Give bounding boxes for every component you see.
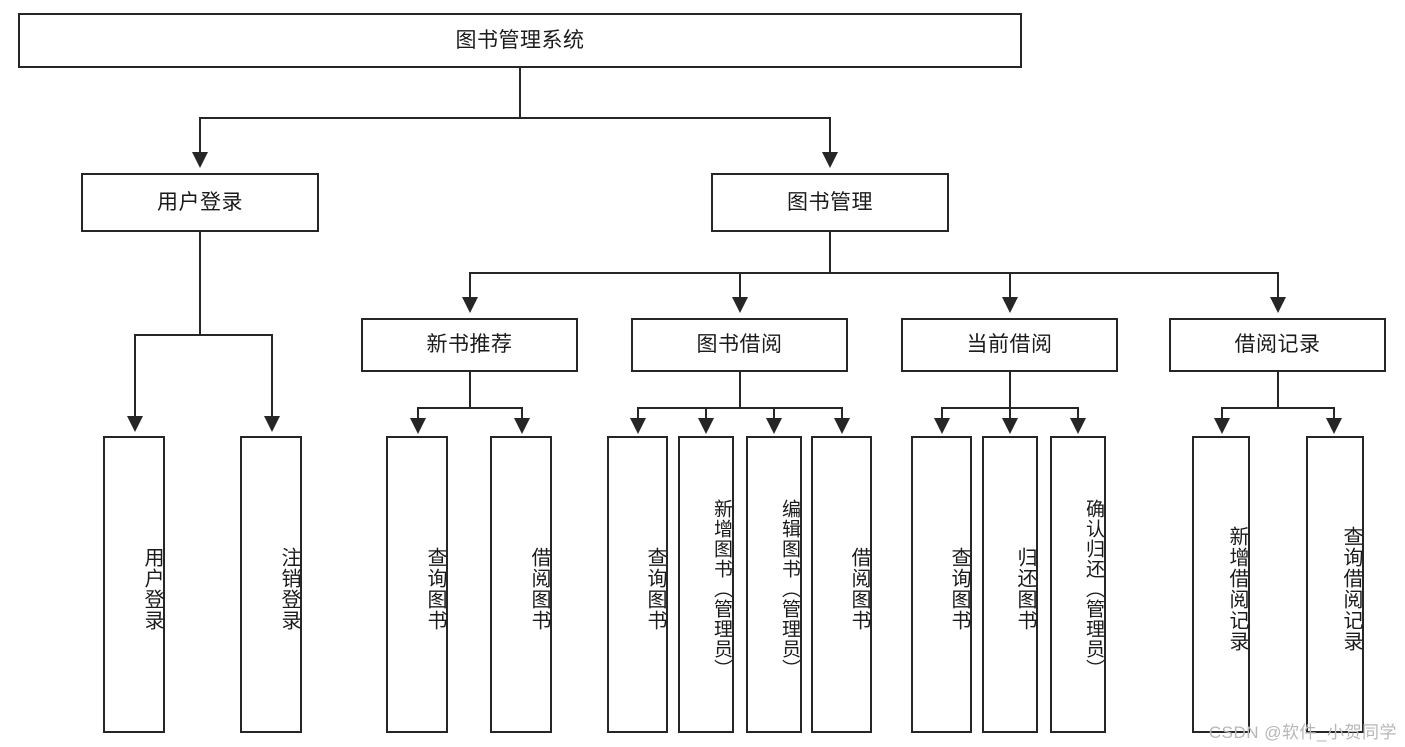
leaf-user-login-logout[interactable]: 注销登录 <box>240 436 302 733</box>
arrowhead-level3-4 <box>1270 297 1286 313</box>
connector-user-login-bus <box>134 334 273 336</box>
arrowhead-level3-1 <box>462 297 478 313</box>
node-new-book-recommend[interactable]: 新书推荐 <box>361 318 578 372</box>
leaf-borrow-borrow-book[interactable]: 借阅图书 <box>811 436 872 733</box>
node-book-borrow[interactable]: 图书借阅 <box>631 318 848 372</box>
connector-recommend-bus <box>417 407 522 409</box>
leaf-current-confirm-return[interactable]: 确认归还（管理员） <box>1050 436 1106 733</box>
arrowhead-recommend-2 <box>514 418 530 434</box>
connector-current-drop-1 <box>941 407 943 420</box>
connector-level3-drop-2 <box>739 272 741 300</box>
node-root-system[interactable]: 图书管理系统 <box>18 13 1022 68</box>
node-label: 新书推荐 <box>426 333 513 357</box>
node-label: 借阅图书 <box>528 546 550 631</box>
connector-record-bus <box>1221 407 1334 409</box>
node-label: 确认归还（管理员） <box>1083 498 1104 679</box>
connector-borrow-drop-4 <box>841 407 843 420</box>
connector-borrow-stem <box>739 372 741 407</box>
arrowhead-level3-3 <box>1002 297 1018 313</box>
connector-record-stem <box>1277 372 1279 407</box>
connector-level2-drop-1 <box>199 117 201 155</box>
arrowhead-level2-2 <box>822 152 838 168</box>
node-borrow-record[interactable]: 借阅记录 <box>1169 318 1386 372</box>
connector-user-login-drop-2 <box>271 334 273 419</box>
arrowhead-borrow-3 <box>766 418 782 434</box>
arrowhead-user-login-2 <box>264 416 280 432</box>
connector-recommend-drop-2 <box>521 407 523 420</box>
node-current-borrow[interactable]: 当前借阅 <box>901 318 1118 372</box>
arrowhead-level2-1 <box>192 152 208 168</box>
node-label: 归还图书 <box>1014 546 1036 631</box>
leaf-record-add-record[interactable]: 新增借阅记录 <box>1192 436 1250 733</box>
connector-level3-drop-3 <box>1009 272 1011 300</box>
arrowhead-record-1 <box>1214 418 1230 434</box>
connector-current-stem <box>1009 372 1011 407</box>
arrowhead-user-login-1 <box>127 416 143 432</box>
connector-borrow-drop-1 <box>637 407 639 420</box>
leaf-current-return-book[interactable]: 归还图书 <box>982 436 1038 733</box>
arrowhead-recommend-1 <box>410 418 426 434</box>
connector-root-stem <box>519 68 521 117</box>
arrowhead-borrow-2 <box>698 418 714 434</box>
node-label: 图书借阅 <box>696 333 783 357</box>
connector-level3-drop-1 <box>469 272 471 300</box>
connector-book-mgmt-stem <box>829 232 831 272</box>
node-label: 注销登录 <box>278 546 300 631</box>
node-label: 借阅图书 <box>848 546 870 631</box>
leaf-current-query-book[interactable]: 查询图书 <box>911 436 972 733</box>
arrowhead-record-2 <box>1326 418 1342 434</box>
connector-level3-drop-4 <box>1277 272 1279 300</box>
node-label: 新增图书（管理员） <box>711 498 732 679</box>
connector-level2-drop-2 <box>829 117 831 155</box>
leaf-record-query-record[interactable]: 查询借阅记录 <box>1306 436 1364 733</box>
connector-current-drop-3 <box>1077 407 1079 420</box>
arrowhead-current-1 <box>934 418 950 434</box>
connector-recommend-drop-1 <box>417 407 419 420</box>
arrowhead-current-3 <box>1070 418 1086 434</box>
connector-level2-bus <box>199 117 831 119</box>
arrowhead-current-2 <box>1002 418 1018 434</box>
leaf-recommend-query-book[interactable]: 查询图书 <box>386 436 448 733</box>
connector-borrow-drop-2 <box>705 407 707 420</box>
node-label: 新增借阅记录 <box>1226 525 1248 652</box>
node-label: 图书管理 <box>787 190 873 214</box>
leaf-user-login-login[interactable]: 用户登录 <box>103 436 165 733</box>
node-user-login[interactable]: 用户登录 <box>81 173 319 232</box>
arrowhead-borrow-4 <box>834 418 850 434</box>
connector-current-drop-2 <box>1009 407 1011 420</box>
connector-user-login-drop-1 <box>134 334 136 419</box>
node-label: 图书管理系统 <box>455 28 585 52</box>
leaf-borrow-query-book[interactable]: 查询图书 <box>607 436 668 733</box>
arrowhead-level3-2 <box>732 297 748 313</box>
node-label: 用户登录 <box>141 546 163 631</box>
node-label: 编辑图书（管理员） <box>779 498 800 679</box>
connector-borrow-bus <box>637 407 843 409</box>
csdn-watermark: CSDN @软件_小贺同学 <box>1208 723 1397 742</box>
node-label: 用户登录 <box>157 190 243 214</box>
connector-user-login-stem <box>199 232 201 334</box>
node-label: 查询图书 <box>424 546 446 631</box>
leaf-recommend-borrow-book[interactable]: 借阅图书 <box>490 436 552 733</box>
connector-record-drop-1 <box>1221 407 1223 420</box>
node-label: 查询借阅记录 <box>1340 525 1362 652</box>
leaf-borrow-add-book[interactable]: 新增图书（管理员） <box>678 436 734 733</box>
node-label: 查询图书 <box>948 546 970 631</box>
connector-record-drop-2 <box>1333 407 1335 420</box>
node-label: 查询图书 <box>644 546 666 631</box>
connector-borrow-drop-3 <box>773 407 775 420</box>
leaf-borrow-edit-book[interactable]: 编辑图书（管理员） <box>746 436 802 733</box>
connector-recommend-stem <box>469 372 471 407</box>
node-label: 当前借阅 <box>966 333 1053 357</box>
node-book-management[interactable]: 图书管理 <box>711 173 949 232</box>
node-label: 借阅记录 <box>1234 333 1321 357</box>
connector-level3-bus <box>469 272 1279 274</box>
arrowhead-borrow-1 <box>630 418 646 434</box>
